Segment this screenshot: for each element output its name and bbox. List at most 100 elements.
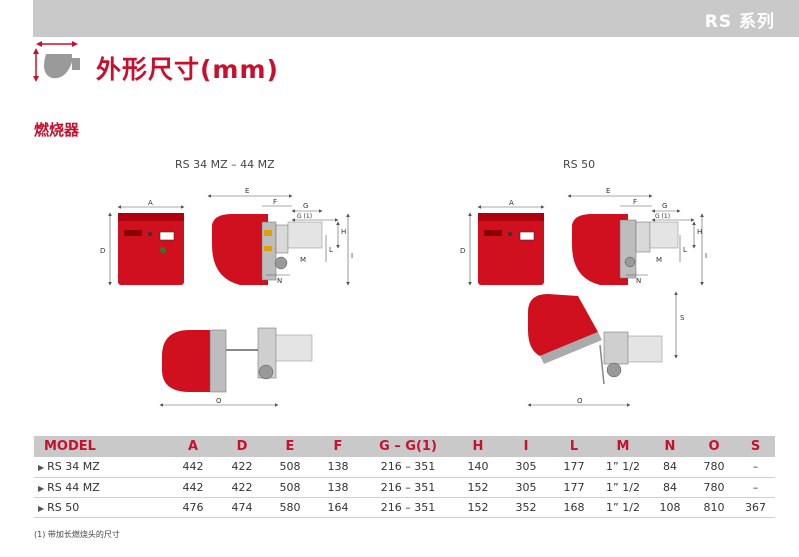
cell: 152 bbox=[454, 497, 502, 518]
cell: 305 bbox=[502, 457, 550, 478]
cell: 810 bbox=[692, 497, 736, 518]
svg-text:S: S bbox=[680, 314, 685, 322]
dimension-arrows-icon bbox=[33, 41, 80, 82]
table-row: ▶RS 50 476 474 580 164 216 – 351 152 352… bbox=[34, 497, 775, 518]
col-header-o: O bbox=[692, 436, 736, 457]
cell: 422 bbox=[218, 477, 266, 498]
svg-text:A: A bbox=[148, 199, 153, 207]
model-name: RS 50 bbox=[47, 500, 80, 514]
left-side-view: E F G G (1) H I L M N bbox=[207, 187, 353, 286]
cell: 140 bbox=[454, 457, 502, 478]
cell: – bbox=[736, 457, 775, 478]
svg-text:I: I bbox=[351, 252, 353, 260]
cell: 152 bbox=[454, 477, 502, 498]
svg-text:G: G bbox=[303, 202, 308, 210]
cell: 168 bbox=[550, 497, 598, 518]
triangle-right-icon: ▶ bbox=[38, 483, 45, 493]
model-name: RS 44 MZ bbox=[47, 480, 100, 494]
table-row: ▶RS 44 MZ 442 422 508 138 216 – 351 152 … bbox=[34, 477, 775, 498]
cell: 508 bbox=[266, 457, 314, 478]
table-row: ▶RS 34 MZ 442 422 508 138 216 – 351 140 … bbox=[34, 457, 775, 478]
svg-text:L: L bbox=[683, 246, 687, 254]
cell: 216 – 351 bbox=[362, 497, 454, 518]
svg-text:L: L bbox=[329, 246, 333, 254]
cell: – bbox=[736, 477, 775, 498]
cell: 84 bbox=[648, 457, 692, 478]
page-title: 外形尺寸(mm) bbox=[96, 55, 279, 84]
svg-text:F: F bbox=[273, 198, 277, 206]
svg-text:G: G bbox=[662, 202, 667, 210]
svg-text:H: H bbox=[341, 228, 346, 236]
cell: 442 bbox=[168, 477, 218, 498]
svg-text:I: I bbox=[705, 252, 707, 260]
svg-text:N: N bbox=[277, 277, 282, 285]
cell: 177 bbox=[550, 477, 598, 498]
svg-text:H: H bbox=[697, 228, 702, 236]
left-top-view: O bbox=[159, 327, 313, 407]
svg-text:E: E bbox=[245, 187, 249, 195]
left-front-view: A D bbox=[100, 199, 185, 286]
col-header-i: I bbox=[502, 436, 550, 457]
cell: 216 – 351 bbox=[362, 457, 454, 478]
svg-text:A: A bbox=[509, 199, 514, 207]
cell: 442 bbox=[168, 457, 218, 478]
right-side-view: E F G G (1) H I L M N bbox=[567, 187, 707, 286]
right-top-view: S O bbox=[527, 291, 685, 407]
cell: 352 bbox=[502, 497, 550, 518]
dimensions-table: MODEL A D E F G – G(1) H I L M N O S ▶RS… bbox=[34, 436, 775, 518]
cell: 1” 1/2 bbox=[598, 477, 648, 498]
col-header-g: G – G(1) bbox=[362, 436, 454, 457]
svg-text:M: M bbox=[656, 256, 662, 264]
svg-text:D: D bbox=[460, 247, 465, 255]
col-header-m: M bbox=[598, 436, 648, 457]
cell: 580 bbox=[266, 497, 314, 518]
cell: 305 bbox=[502, 477, 550, 498]
cell: 780 bbox=[692, 457, 736, 478]
drawing-caption-left: RS 34 MZ – 44 MZ bbox=[175, 158, 275, 171]
series-label: RS 系列 bbox=[704, 12, 775, 32]
right-front-view: A D bbox=[460, 199, 545, 286]
col-header-n: N bbox=[648, 436, 692, 457]
triangle-right-icon: ▶ bbox=[38, 503, 45, 513]
table-header-row: MODEL A D E F G – G(1) H I L M N O S bbox=[34, 436, 775, 457]
cell: 1” 1/2 bbox=[598, 497, 648, 518]
cell: 474 bbox=[218, 497, 266, 518]
cell: 422 bbox=[218, 457, 266, 478]
cell: 476 bbox=[168, 497, 218, 518]
svg-text:G (1): G (1) bbox=[655, 213, 670, 220]
cell: 177 bbox=[550, 457, 598, 478]
svg-text:O: O bbox=[577, 397, 583, 405]
col-header-l: L bbox=[550, 436, 598, 457]
svg-text:E: E bbox=[606, 187, 610, 195]
cell: 84 bbox=[648, 477, 692, 498]
col-header-h: H bbox=[454, 436, 502, 457]
cell: 164 bbox=[314, 497, 362, 518]
cell: 138 bbox=[314, 457, 362, 478]
svg-text:M: M bbox=[300, 256, 306, 264]
col-header-a: A bbox=[168, 436, 218, 457]
col-header-d: D bbox=[218, 436, 266, 457]
cell: 508 bbox=[266, 477, 314, 498]
svg-text:F: F bbox=[633, 198, 637, 206]
top-bar: RS 系列 bbox=[33, 0, 799, 37]
cell: 367 bbox=[736, 497, 775, 518]
col-header-e: E bbox=[266, 436, 314, 457]
cell: 780 bbox=[692, 477, 736, 498]
section-title: 燃烧器 bbox=[34, 121, 80, 139]
model-name: RS 34 MZ bbox=[47, 460, 100, 474]
footnote: (1) 带加长燃烧头的尺寸 bbox=[34, 530, 120, 539]
cell: 1” 1/2 bbox=[598, 457, 648, 478]
cell: 138 bbox=[314, 477, 362, 498]
col-header-f: F bbox=[314, 436, 362, 457]
drawing-caption-right: RS 50 bbox=[563, 158, 596, 171]
cell: 216 – 351 bbox=[362, 477, 454, 498]
triangle-right-icon: ▶ bbox=[38, 463, 45, 473]
dimension-drawings: A D E F G G (1) H I L M N bbox=[100, 187, 707, 407]
svg-text:O: O bbox=[216, 397, 222, 405]
cell: 108 bbox=[648, 497, 692, 518]
svg-text:N: N bbox=[636, 277, 641, 285]
col-header-model: MODEL bbox=[34, 436, 168, 457]
col-header-s: S bbox=[736, 436, 775, 457]
svg-text:D: D bbox=[100, 247, 105, 255]
svg-text:G (1): G (1) bbox=[297, 213, 312, 220]
